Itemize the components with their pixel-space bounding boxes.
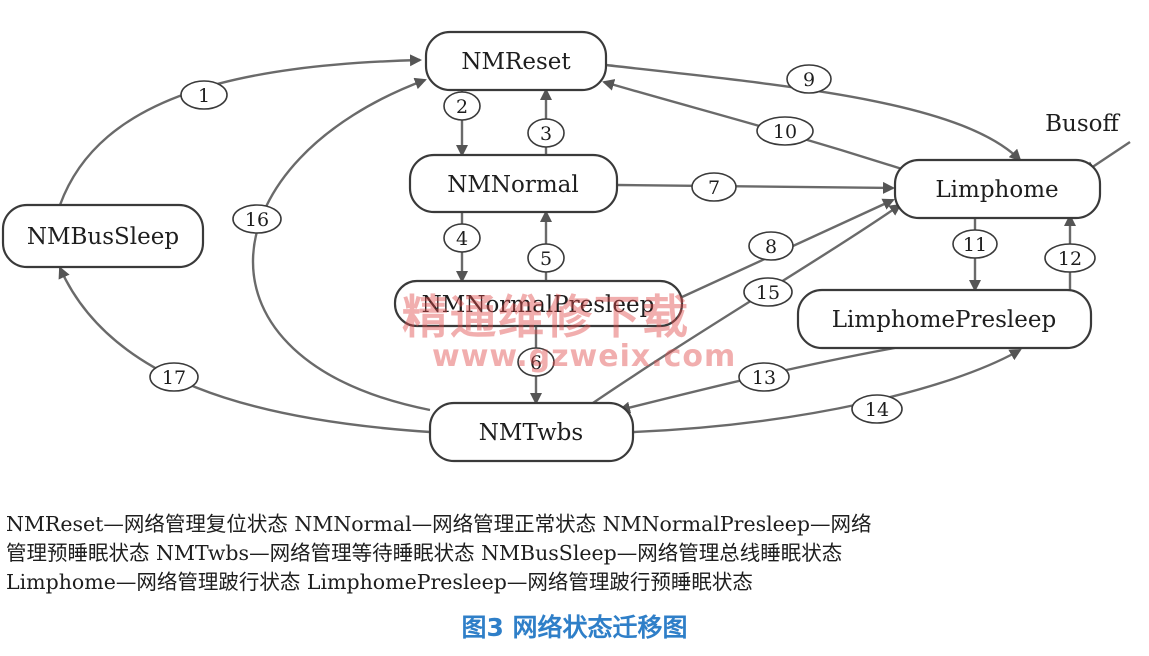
- transition-number-2: 2: [443, 91, 481, 121]
- svg-text:14: 14: [865, 399, 889, 421]
- svg-text:10: 10: [773, 121, 797, 143]
- state-limphome: Limphome: [893, 158, 1102, 220]
- transition-numbers: 1 2 3 4 5 6 7 8: [149, 64, 1096, 424]
- svg-text:7: 7: [708, 177, 720, 199]
- svg-text:4: 4: [456, 228, 468, 250]
- state-nmnormalpresleep: NMNormalPresleep: [393, 279, 684, 328]
- transition-number-9: 9: [786, 64, 832, 94]
- state-nmbussleep: NMBusSleep: [1, 203, 205, 269]
- transition-number-1: 1: [180, 80, 228, 110]
- state-legend: NMReset—网络管理复位状态 NMNormal—网络管理正常状态 NMNor…: [6, 510, 1146, 597]
- transition-number-13: 13: [738, 362, 790, 392]
- svg-text:8: 8: [765, 236, 777, 258]
- svg-text:12: 12: [1058, 248, 1082, 270]
- svg-text:16: 16: [245, 209, 269, 231]
- state-limphomepresleep: LimphomePresleep: [796, 288, 1093, 350]
- legend-line-2: 管理预睡眠状态 NMTwbs—网络管理等待睡眠状态 NMBusSleep—网络管…: [6, 541, 843, 565]
- edge-16: [251, 77, 431, 412]
- edge-17: [58, 266, 431, 434]
- svg-text:5: 5: [540, 248, 552, 270]
- svg-text:3: 3: [540, 123, 552, 145]
- svg-text:13: 13: [752, 367, 776, 389]
- svg-text:6: 6: [530, 352, 542, 374]
- svg-text:1: 1: [198, 85, 210, 107]
- state-label-limphome: Limphome: [935, 177, 1058, 203]
- transition-number-8: 8: [748, 231, 794, 261]
- state-nmreset: NMReset: [424, 30, 608, 92]
- edge-10: [602, 79, 906, 172]
- svg-text:2: 2: [456, 96, 468, 118]
- transition-number-6: 6: [517, 347, 555, 377]
- state-nmnormal: NMNormal: [408, 153, 619, 214]
- state-label-nmbussleep: NMBusSleep: [27, 224, 179, 250]
- transition-number-4: 4: [443, 223, 481, 253]
- state-label-nmnormalpresleep: NMNormalPresleep: [422, 292, 655, 318]
- watermark-text: 精通维修下载: [402, 290, 690, 344]
- transition-number-17: 17: [149, 362, 199, 392]
- svg-text:15: 15: [756, 282, 780, 304]
- transition-number-5: 5: [527, 243, 565, 273]
- watermark-url: www.gzweix.com: [432, 339, 736, 374]
- transition-number-7: 7: [691, 172, 737, 202]
- transition-number-16: 16: [232, 204, 282, 234]
- event-label-busoff: Busoff: [1045, 111, 1120, 137]
- transition-number-15: 15: [743, 277, 793, 307]
- edge-9: [605, 63, 1022, 162]
- transition-number-3: 3: [527, 118, 565, 148]
- transition-number-12: 12: [1044, 243, 1096, 273]
- state-label-limphomepresleep: LimphomePresleep: [832, 307, 1056, 333]
- state-nmtwbs: NMTwbs: [428, 401, 635, 463]
- svg-text:17: 17: [162, 367, 186, 389]
- state-label-nmreset: NMReset: [461, 49, 571, 75]
- transition-number-11: 11: [952, 229, 998, 259]
- svg-text:9: 9: [803, 69, 815, 91]
- legend-line-3: Limphome—网络管理跛行状态 LimphomePresleep—网络管理跛…: [6, 570, 753, 594]
- state-transition-diagram: NMReset NMNormal NMNormalPresleep NMBusS…: [1, 30, 1131, 463]
- svg-text:11: 11: [963, 234, 987, 256]
- legend-line-1: NMReset—网络管理复位状态 NMNormal—网络管理正常状态 NMNor…: [6, 512, 872, 536]
- transition-number-14: 14: [851, 394, 903, 424]
- transition-number-10: 10: [756, 116, 814, 146]
- edge-1: [58, 54, 422, 206]
- figure-caption: 图3 网络状态迁移图: [461, 613, 688, 642]
- state-label-nmnormal: NMNormal: [447, 172, 579, 198]
- state-label-nmtwbs: NMTwbs: [479, 420, 583, 446]
- edge-7: [616, 181, 895, 194]
